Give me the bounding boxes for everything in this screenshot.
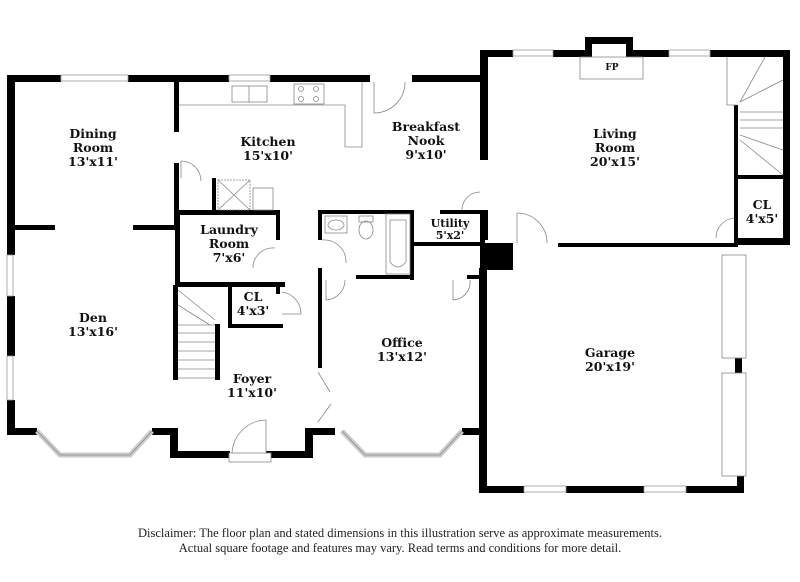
room-name: Office: [381, 335, 423, 350]
room-dimensions: 20'x19': [585, 359, 635, 374]
room-label-utility: Utility 5'x2': [431, 218, 470, 242]
floor-plan: [6, 37, 790, 493]
disclaimer: Disclaimer: The floor plan and stated di…: [0, 526, 800, 556]
room-label-laundry-room: Laundry Room 7'x6': [200, 223, 258, 265]
room-name: Dining: [69, 126, 117, 141]
staircase-living: [726, 56, 784, 176]
room-dimensions: 4'x5': [745, 211, 779, 226]
room-label-den: Den 13'x16': [68, 311, 118, 339]
doors: [180, 81, 735, 463]
room-label-living-room: Living Room 20'x15': [590, 127, 640, 169]
room-name: CL: [752, 197, 772, 212]
room-dimensions: 13'x16': [68, 324, 118, 339]
room-name: Living: [593, 126, 637, 141]
room-dimensions: 4'x3': [236, 303, 270, 318]
room-label-dining-room: Dining Room 13'x11': [68, 127, 118, 169]
room-label-kitchen: Kitchen 15'x10': [240, 135, 295, 163]
exterior-walls: [7, 37, 790, 493]
room-name: Laundry: [200, 222, 258, 237]
fixtures: [177, 56, 784, 379]
room-label-office: Office 13'x12': [377, 336, 427, 364]
room-label-garage: Garage 20'x19': [585, 346, 635, 374]
disclaimer-line-2: Actual square footage and features may v…: [178, 541, 622, 555]
room-label-closet-foyer: CL 4'x3': [237, 290, 270, 318]
room-name: Room: [208, 236, 250, 251]
room-dimensions: 5'x2': [435, 229, 465, 242]
room-dimensions: 13'x12': [377, 349, 427, 364]
room-label-breakfast-nook: Breakfast Nook 9'x10': [392, 120, 460, 162]
room-dimensions: 15'x10': [243, 148, 293, 163]
room-name: CL: [243, 289, 263, 304]
room-name: Den: [79, 310, 107, 325]
room-dimensions: 13'x11': [68, 154, 118, 169]
room-name: Room: [594, 140, 636, 155]
fireplace-text: FP: [605, 63, 619, 73]
room-name: Foyer: [232, 371, 272, 386]
room-label-foyer: Foyer 11'x10': [227, 372, 277, 400]
room-label-closet-living: CL 4'x5': [746, 198, 779, 226]
interior-walls: [15, 82, 786, 380]
windows: [6, 49, 747, 493]
room-name: Room: [72, 140, 114, 155]
room-name: Utility: [430, 217, 470, 230]
room-dimensions: 20'x15': [590, 154, 640, 169]
room-dimensions: 9'x10': [405, 147, 447, 162]
disclaimer-line-1: Disclaimer: The floor plan and stated di…: [138, 526, 662, 540]
room-name: Garage: [584, 345, 636, 360]
room-dimensions: 7'x6': [212, 250, 246, 265]
room-name: Nook: [407, 133, 445, 148]
fireplace-label: FP: [605, 63, 618, 73]
room-dimensions: 11'x10': [227, 385, 277, 400]
room-name: Kitchen: [240, 134, 296, 149]
room-name: Breakfast: [391, 119, 461, 134]
staircase-foyer: [177, 289, 216, 379]
